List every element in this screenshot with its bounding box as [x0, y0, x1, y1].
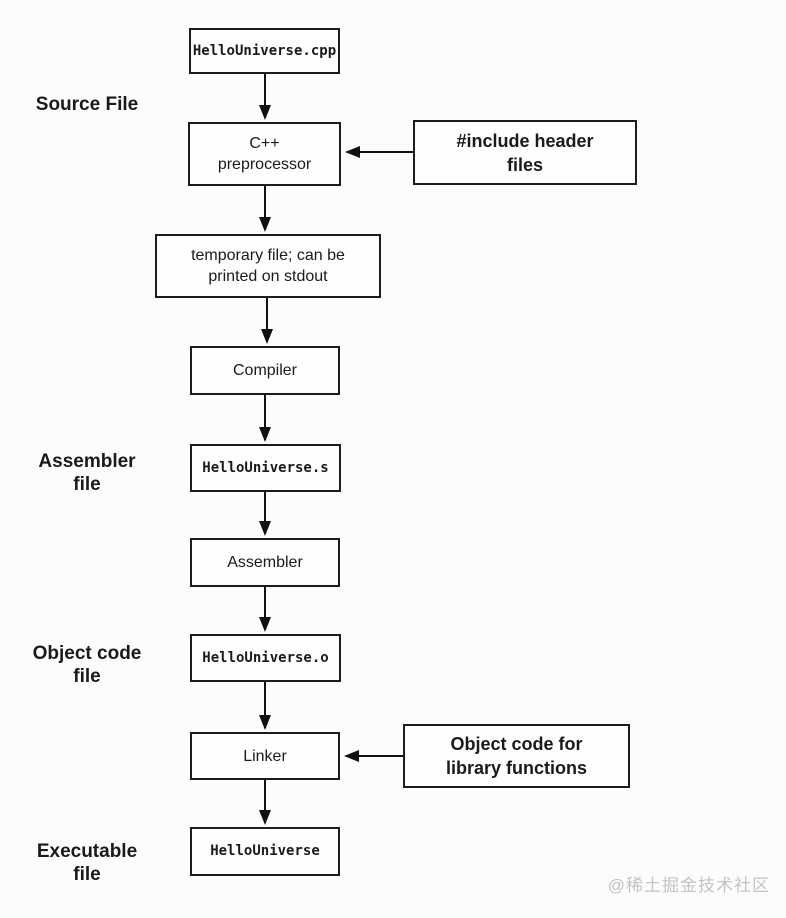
watermark-text: @稀土掘金技术社区 [607, 876, 770, 895]
node-compiler: Compiler [190, 346, 340, 395]
label-object-code-file: Object code file [32, 643, 142, 687]
node-executable: HelloUniverse [190, 827, 340, 876]
node-assembler: Assembler [190, 538, 340, 587]
label-source-file: Source File [35, 94, 139, 115]
label-executable-file: Executable file [36, 841, 138, 885]
node-temporary-file: temporary file; can be printed on stdout [155, 234, 381, 298]
node-library-object-code: Object code for library functions [403, 724, 630, 788]
node-include-headers: #include header files [413, 120, 637, 185]
node-object-file: HelloUniverse.o [190, 634, 341, 682]
label-assembler-file: Assembler file [38, 451, 136, 495]
node-source-file: HelloUniverse.cpp [189, 28, 340, 74]
node-assembly-file: HelloUniverse.s [190, 444, 341, 492]
node-linker: Linker [190, 732, 340, 780]
node-preprocessor: C++ preprocessor [188, 122, 341, 186]
